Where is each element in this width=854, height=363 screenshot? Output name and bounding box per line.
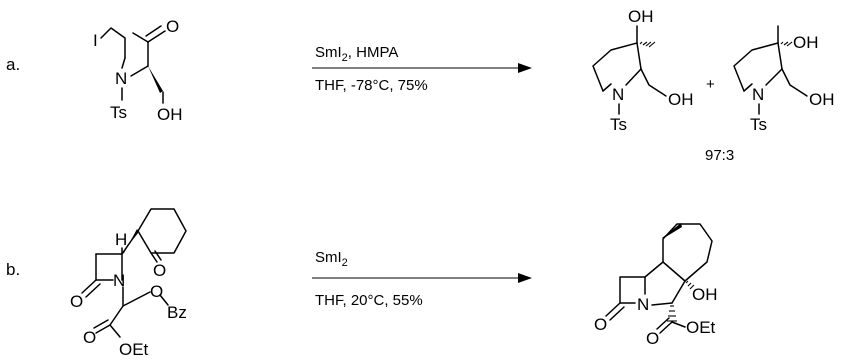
- reaction-b-reagent: SmI2: [315, 249, 348, 269]
- product-b-ester-oet-bond: [671, 321, 686, 328]
- product-a1-ch2-hydroxyl: OH: [668, 90, 694, 109]
- product-b-lactam-oxygen: O: [594, 315, 607, 334]
- product-a1-tosyl: Ts: [610, 115, 627, 134]
- reactant-b-ethoxy: OEt: [119, 340, 149, 359]
- reactant-b-lactam-co-2: [85, 283, 101, 298]
- product-a1-n-c2-bond: [625, 68, 642, 86]
- reaction-a-label: a.: [6, 55, 20, 74]
- reactant-b-hydrogen: H: [115, 230, 127, 249]
- reaction-a-reagent: SmI2, HMPA: [315, 44, 398, 64]
- reactant-b-ketone-oxygen: O: [153, 261, 166, 280]
- reaction-a-arrow-head: [518, 63, 532, 73]
- product-a2-n-c2-bond: [765, 68, 783, 86]
- product-a2-c2-c3-bond: [777, 42, 783, 70]
- reaction-b-arrow-head: [518, 273, 532, 283]
- reaction-b: b. H N O O O Bz O: [6, 208, 718, 359]
- methyl-bond: [132, 32, 149, 43]
- ketone-oxygen: O: [166, 17, 179, 36]
- reactant-b-ester-carbonyl-oxygen: O: [83, 328, 96, 347]
- product-a1-ring-c-n: [602, 83, 612, 92]
- tosyl-group: Ts: [110, 103, 127, 122]
- product-b-hashed-ester: [667, 305, 677, 322]
- iodoethyl-chain: [100, 27, 126, 59]
- product-b-hashed-oh: [685, 280, 695, 290]
- product-b-c-ring-bond: [644, 261, 664, 278]
- wedge-bond: [148, 66, 163, 93]
- carbonyl-bond-1: [147, 30, 166, 43]
- product-a1-hashed-methyl: [639, 41, 656, 48]
- reactant-b-ester-oxygen: O: [150, 282, 163, 301]
- product-b-five-ring-bottom: [651, 302, 673, 306]
- product-a1-ring-top: [592, 42, 638, 92]
- plus-sign: +: [706, 76, 715, 93]
- product-b-ring-fusion-wedge: [662, 223, 682, 238]
- chain-to-n-bond: [121, 57, 126, 69]
- product-b-lactam-co-1: [605, 302, 621, 317]
- reactant-b-cyclohexanone-ring: [137, 208, 187, 254]
- reaction-b-label: b.: [6, 260, 20, 279]
- product-a1-c2-c3-bond: [636, 42, 642, 70]
- reactant-b-structure: H N O O O Bz O OEt: [70, 208, 187, 359]
- reaction-a-arrow: SmI2, HMPA THF, -78°C, 75%: [312, 44, 532, 94]
- product-a2-ring-c-n: [743, 83, 753, 92]
- reactant-b-ch-ester-bond: [109, 305, 124, 326]
- product-b-ester-co-2: [656, 317, 670, 330]
- product-a1-ch2oh-bond: [640, 68, 667, 97]
- hydroxyl-group: OH: [157, 105, 183, 124]
- product-a1-structure: OH N Ts OH: [592, 7, 694, 134]
- reactant-b-ester-co-2: [93, 319, 109, 329]
- product-b-five-ring-top: [662, 261, 686, 282]
- product-a2-tosyl: Ts: [750, 115, 767, 134]
- product-b-lactam-ring: [619, 276, 646, 304]
- n-ca-bond: [130, 65, 149, 77]
- product-a2-ch2-hydroxyl: OH: [809, 90, 835, 109]
- reactant-b-wedge: [120, 229, 139, 255]
- diastereomer-ratio: 97:3: [705, 147, 734, 164]
- product-b-lactam-co-2: [609, 306, 625, 321]
- reactant-b-ch-o-bond: [122, 291, 151, 307]
- product-b-ethoxy: OEt: [686, 318, 716, 337]
- reactant-b-lactam-co-1: [81, 279, 97, 294]
- reaction-b-conditions: THF, 20°C, 55%: [315, 292, 423, 309]
- reactant-b-benzoyl: Bz: [167, 303, 187, 322]
- reaction-b-arrow: SmI2 THF, 20°C, 55%: [312, 249, 532, 309]
- product-a2-nitrogen: N: [752, 85, 764, 104]
- product-b-structure: N O OH O: [594, 223, 718, 348]
- product-a2-structure: N Ts OH OH: [733, 25, 835, 134]
- product-b-ester-co-1: [659, 321, 673, 334]
- reaction-a: a. I N Ts O OH SmI2, HMPA THF, -78°C, 75…: [6, 7, 835, 164]
- product-b-nitrogen: N: [637, 295, 649, 314]
- product-a2-hashed-oh: [780, 41, 793, 47]
- product-b-ester-carbonyl-oxygen: O: [646, 329, 659, 348]
- reaction-a-conditions: THF, -78°C, 75%: [315, 77, 428, 94]
- reactant-b-ester-oet-bond: [109, 324, 121, 338]
- reactant-b-nitrogen: N: [113, 271, 125, 290]
- reactant-b-ketone-bond-1: [150, 252, 158, 263]
- product-a1-hydroxyl: OH: [628, 7, 654, 26]
- reactant-b-o-bz-bond: [159, 294, 169, 306]
- product-b-hydroxyl: OH: [692, 285, 718, 304]
- product-a2-hydroxyl: OH: [793, 33, 819, 52]
- product-a2-ring-top: [733, 42, 779, 92]
- reactant-b-lactam-oxygen: O: [70, 292, 83, 311]
- product-b-cyclohexane-ring: [662, 223, 713, 282]
- reactant-b-ester-co-1: [95, 324, 111, 334]
- nitrogen-atom: N: [115, 69, 127, 88]
- carbonyl-bond-2: [145, 25, 162, 37]
- reactant-a-structure: I N Ts O OH: [93, 17, 183, 124]
- product-a1-nitrogen: N: [612, 85, 624, 104]
- reactant-b-ketone-bond-2: [154, 250, 162, 261]
- product-a2-ch2oh-bond: [781, 68, 808, 97]
- iodine-atom: I: [93, 31, 98, 50]
- product-b-five-ring-right: [671, 280, 686, 304]
